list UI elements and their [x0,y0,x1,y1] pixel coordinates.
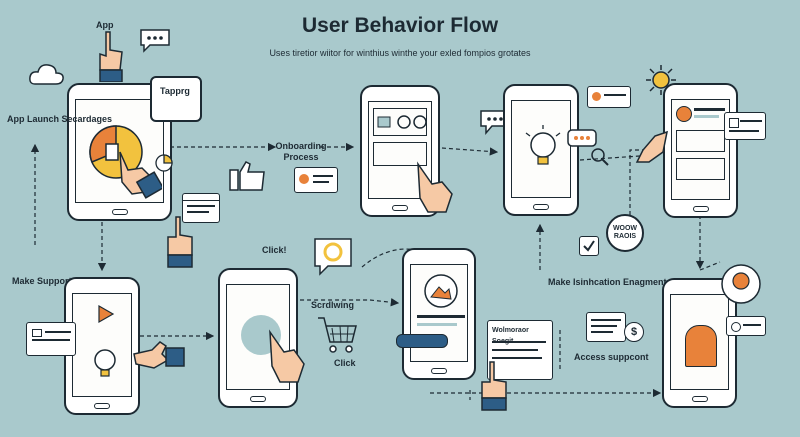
contact-card [726,316,766,336]
phone-support-chat [662,278,737,408]
label-click-bottom: Click [334,358,356,368]
hand-point-icon [99,31,123,82]
home-button[interactable] [111,209,128,215]
phone-idea [503,84,579,216]
checkbox-icon [579,236,599,256]
phone-support [64,277,140,415]
label-scrolling: Scrdlwing [311,300,355,310]
wow-badge: WOOW RAOIS [606,214,644,252]
target-ring-icon [314,238,352,276]
shopping-cart-icon [318,317,357,353]
thumbs-up-icon [229,161,265,191]
magnifier-icon [567,129,609,166]
hand-point-icon [481,361,507,411]
phone-dashboard [663,83,738,218]
home-button[interactable] [692,206,709,212]
document-card [586,312,626,342]
side-info-card [724,112,766,140]
label-app: App [96,20,114,30]
label-access-support: Access suppcont [574,352,649,362]
scroll-slider[interactable] [396,334,448,348]
person-avatar-icon [299,174,309,184]
play-icon [98,304,115,324]
pie-mini-icon [155,154,173,172]
home-button[interactable] [691,396,708,402]
home-button[interactable] [533,204,549,210]
home-button[interactable] [431,368,447,374]
profile-card [294,167,338,193]
hand-point-icon [167,216,193,268]
hand-tap-icon [417,161,453,213]
label-tapprg: Tapprg [160,86,190,96]
laptop-icon [26,322,76,356]
home-button[interactable] [94,403,110,409]
tapprg-bubble: Tapprg [150,76,202,122]
home-button[interactable] [250,396,266,402]
home-button[interactable] [392,205,408,211]
hand-tap-icon [269,329,305,383]
hand-tap-icon [133,341,185,369]
card-title: Wolmoraor Soegit [492,327,529,345]
browser-window [182,193,220,223]
label-app-launch: App Launch Secardages [7,114,113,124]
person-bubble-icon [721,264,761,304]
app-chart-icon [89,125,143,179]
person-avatar-icon [676,106,692,122]
info-card: Wolmoraor Soegit [487,320,553,380]
phone-scroll [402,248,476,380]
label-click-top: Click! [262,245,287,255]
toggle-circles-icon [377,115,427,129]
hand-hold-icon [635,130,668,163]
person-avatar-icon [685,325,717,367]
diagram-title: User Behavior Flow [301,14,499,37]
notification-card [587,86,631,108]
cloud-icon [29,64,64,85]
dollar-icon: $ [624,322,644,342]
label-make-support: Make Support [12,276,72,286]
label-make-interaction: Make Isinhcation Enagment [548,277,667,287]
diagram-subtitle: Uses tiretior wiitor for winthius winthe… [269,48,531,58]
hand-tap-icon [119,151,162,199]
lightbulb-icon [94,349,116,371]
label-onboarding: Onboarding Process [275,141,327,162]
chat-dots-icon [140,29,170,53]
lightbulb-icon [525,125,561,165]
